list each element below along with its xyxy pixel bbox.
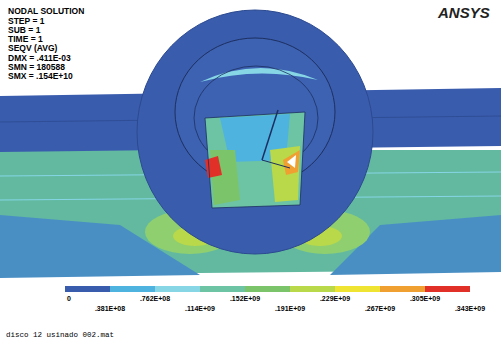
legend-value: .267E+09 <box>365 305 395 312</box>
hole-outline <box>205 112 305 208</box>
legend-value: .229E+09 <box>320 295 350 302</box>
hole <box>205 112 305 208</box>
solution-info: SMN = 180588 <box>8 63 65 72</box>
crack-line <box>262 160 290 168</box>
crack-line <box>262 110 278 160</box>
legend-value: .381E+08 <box>95 305 125 312</box>
legend-value: 0 <box>67 295 71 302</box>
solution-info: SUB = 1 <box>8 26 40 35</box>
legend-swatch <box>425 286 470 292</box>
legend-swatch <box>245 286 290 292</box>
solution-info: NODAL SOLUTION <box>8 7 84 16</box>
hole-wall <box>270 146 300 202</box>
solution-info: SEQV (AVG) <box>8 44 57 53</box>
file-name: disco 12 usinado 002.mat <box>6 332 114 340</box>
legend-swatch <box>110 286 155 292</box>
legend-swatch <box>155 286 200 292</box>
stress-peak <box>283 150 300 175</box>
legend-value: .152E+09 <box>230 295 260 302</box>
legend-swatch <box>380 286 425 292</box>
legend-value: .305E+09 <box>410 295 440 302</box>
stress-peak <box>205 156 222 178</box>
ring-highlight <box>200 68 318 82</box>
legend-value: .762E+08 <box>140 295 170 302</box>
solution-info: DMX = .411E-03 <box>8 54 71 63</box>
legend-value: .114E+09 <box>185 305 215 312</box>
viewport <box>0 0 501 282</box>
logo-text: ANSYS <box>438 5 490 20</box>
legend-value: .191E+09 <box>275 305 305 312</box>
solution-info: TIME = 1 <box>8 35 43 44</box>
legend-swatch <box>200 286 245 292</box>
legend-swatch <box>65 286 110 292</box>
legend-value: .343E+09 <box>455 305 485 312</box>
disc <box>137 10 373 254</box>
legend-swatch <box>335 286 380 292</box>
stress-peak <box>287 155 296 168</box>
legend-swatch <box>290 286 335 292</box>
solution-info: SMX = .154E+10 <box>8 72 73 81</box>
solution-info: STEP = 1 <box>8 17 44 26</box>
